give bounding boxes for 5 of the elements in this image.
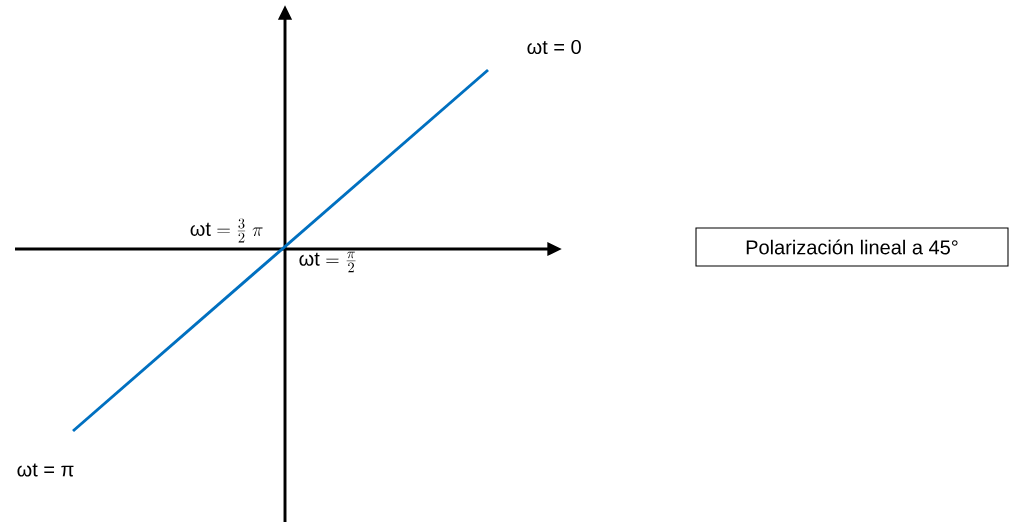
angle-label: $\mbox{ωt} = \frac{3}{2}\;\pi$ bbox=[190, 218, 263, 243]
angle-label: $\mbox{ωt} = \frac{\pi}{2}$ bbox=[299, 251, 356, 273]
text-box: Polarización lineal a 45° bbox=[695, 227, 1009, 267]
angle-label: ωt = π bbox=[17, 463, 74, 477]
angle-label: ωt = 0 bbox=[527, 39, 581, 55]
